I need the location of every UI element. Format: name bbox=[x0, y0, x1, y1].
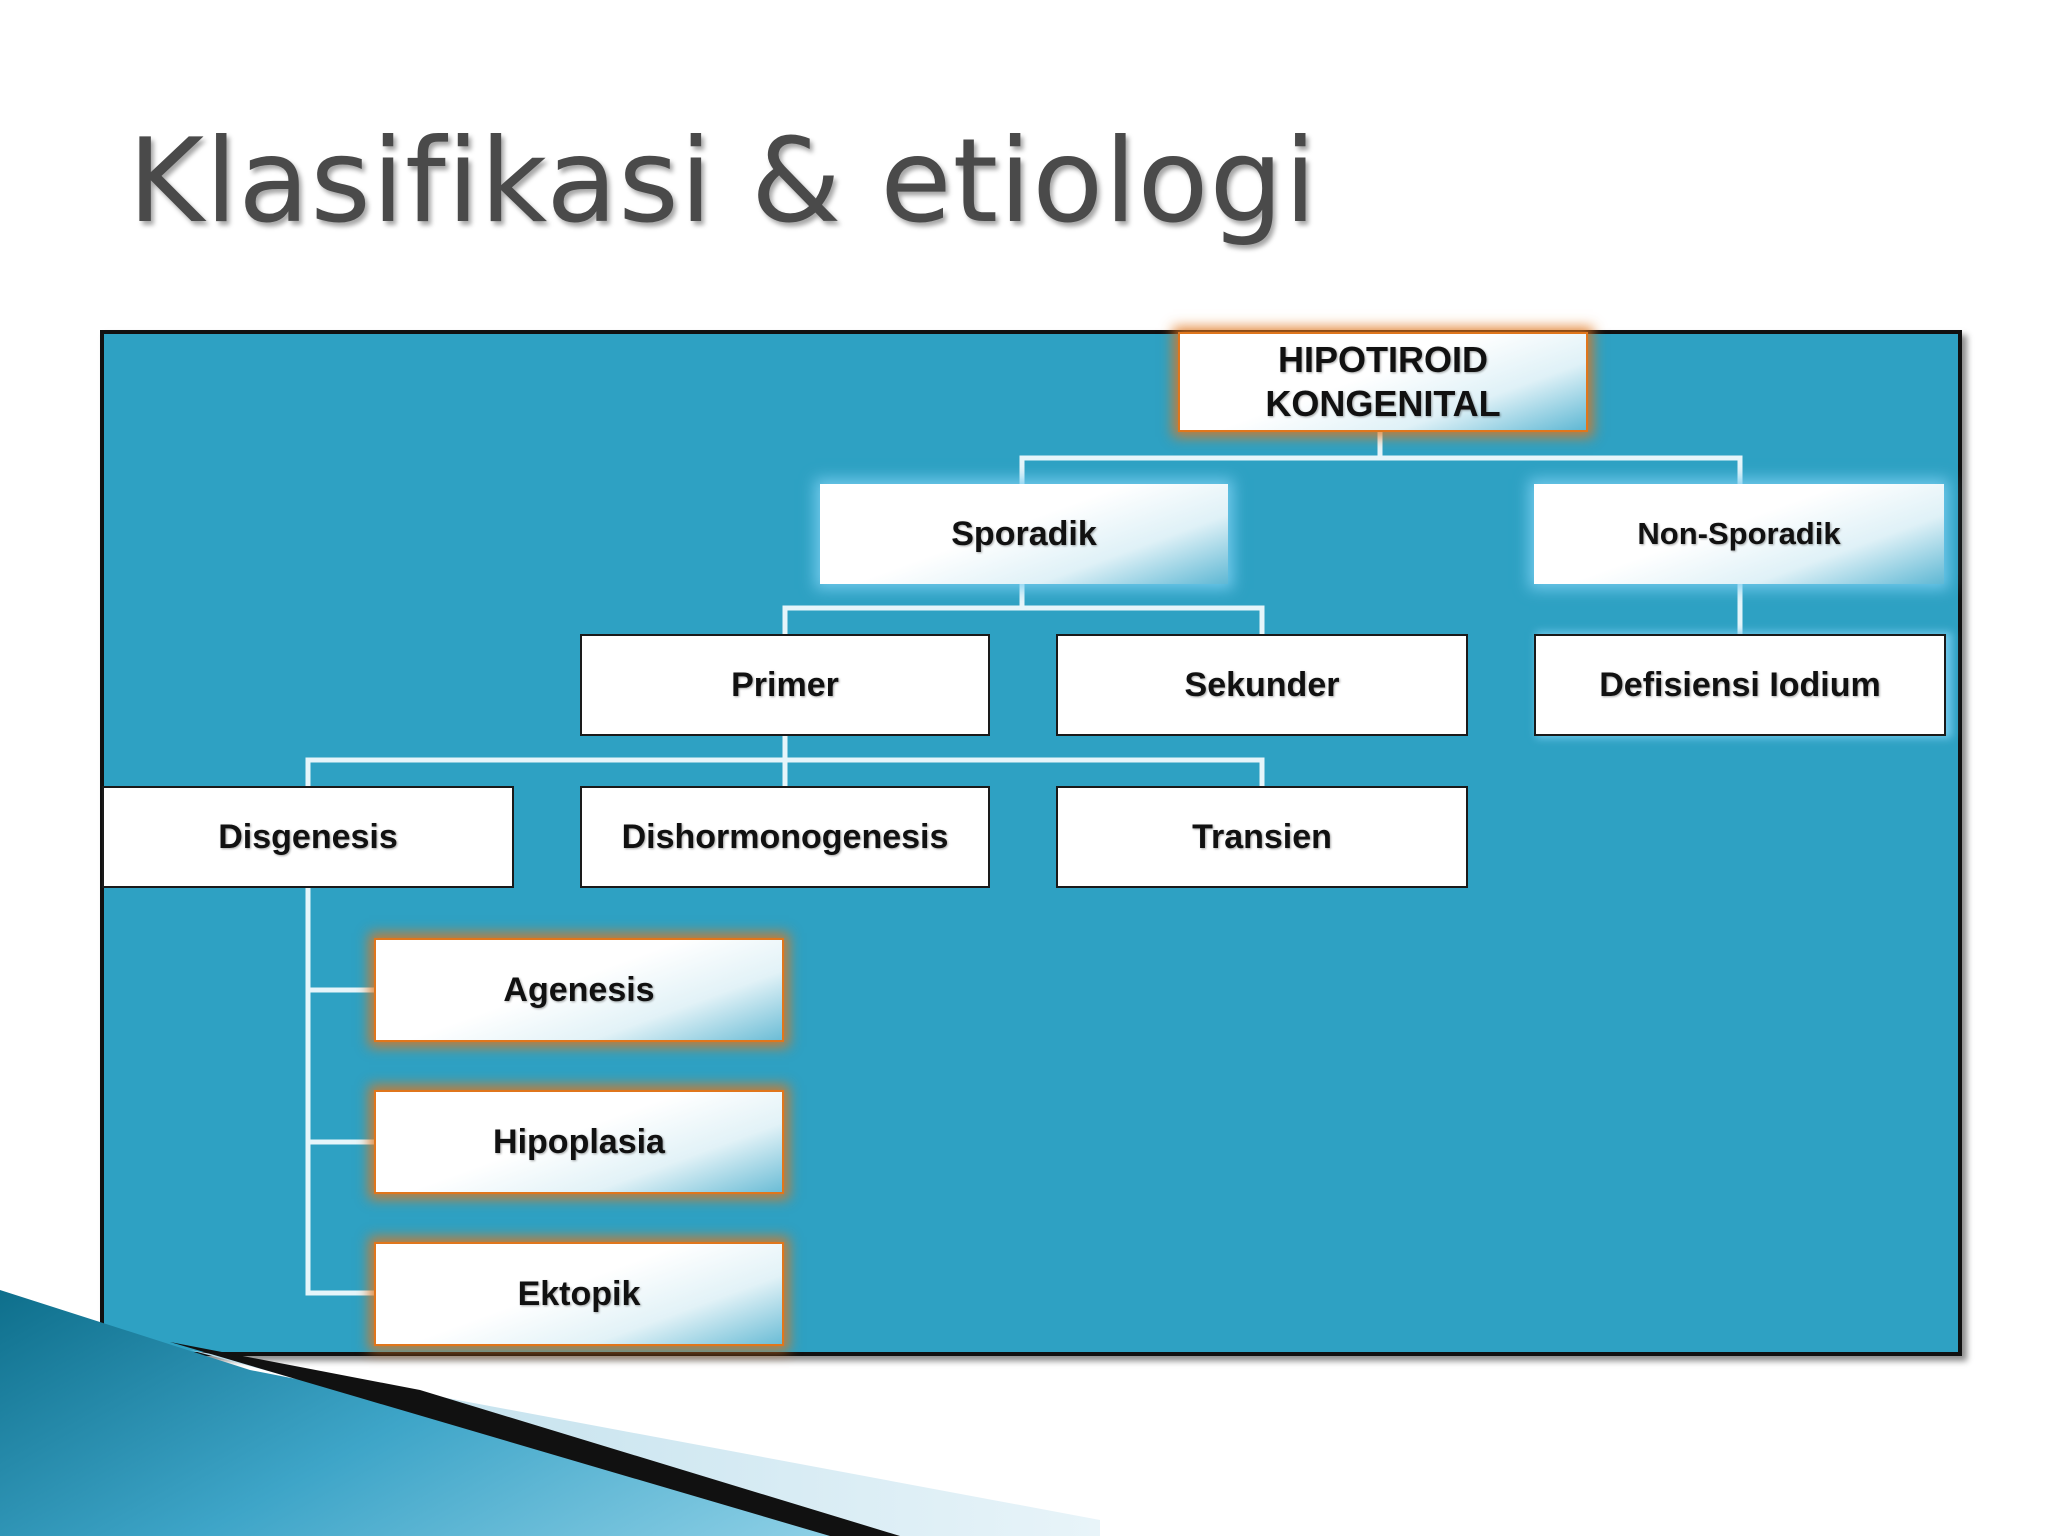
slide-title: Klasifikasi & etiologi bbox=[128, 114, 1318, 249]
node-transien-label: Transien bbox=[1192, 817, 1332, 856]
node-agenesis-label: Agenesis bbox=[503, 970, 655, 1009]
node-transien: Transien bbox=[1056, 786, 1468, 888]
node-dishormonogenesis: Dishormonogenesis bbox=[580, 786, 990, 888]
node-ektopik-label: Ektopik bbox=[517, 1274, 641, 1313]
node-non-sporadik-label: Non-Sporadik bbox=[1637, 516, 1841, 551]
node-primer-label: Primer bbox=[731, 665, 839, 704]
node-defisiensi-label: Defisiensi Iodium bbox=[1599, 665, 1881, 704]
node-non-sporadik: Non-Sporadik bbox=[1534, 484, 1944, 584]
corner-swoosh-decoration bbox=[0, 1290, 1100, 1536]
node-disgenesis: Disgenesis bbox=[102, 786, 514, 888]
node-disgenesis-label: Disgenesis bbox=[218, 817, 398, 856]
node-hipoplasia-label: Hipoplasia bbox=[493, 1122, 665, 1161]
node-root-line2: KONGENITAL bbox=[1265, 383, 1501, 424]
node-sekunder-label: Sekunder bbox=[1184, 665, 1340, 704]
node-sporadik-label: Sporadik bbox=[951, 514, 1097, 553]
node-hipotiroid-kongenital: HIPOTIROID KONGENITAL bbox=[1178, 332, 1588, 432]
node-root-line1: HIPOTIROID bbox=[1277, 339, 1488, 380]
node-ektopik: Ektopik bbox=[374, 1242, 784, 1346]
node-sekunder: Sekunder bbox=[1056, 634, 1468, 736]
node-sporadik: Sporadik bbox=[820, 484, 1228, 584]
node-defisiensi-iodium: Defisiensi Iodium bbox=[1534, 634, 1946, 736]
node-hipoplasia: Hipoplasia bbox=[374, 1090, 784, 1194]
node-dishormonogenesis-label: Dishormonogenesis bbox=[621, 817, 949, 856]
node-primer: Primer bbox=[580, 634, 990, 736]
node-agenesis: Agenesis bbox=[374, 938, 784, 1042]
